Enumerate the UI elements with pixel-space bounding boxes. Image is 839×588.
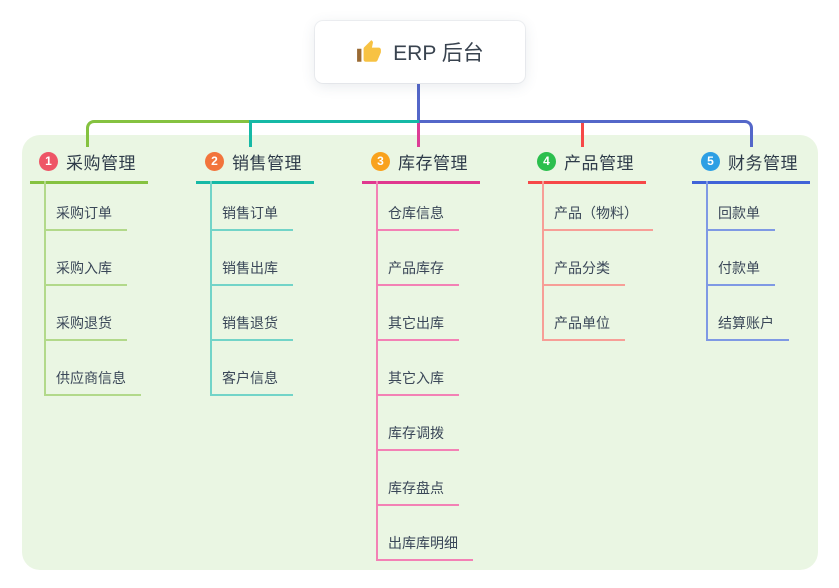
child-node[interactable]: 供应商信息 [44, 370, 141, 396]
child-node[interactable]: 销售出库 [210, 260, 293, 286]
branch-finance: 5 财务管理 回款单 付款单 结算账户 [692, 149, 810, 341]
branch-number-badge: 2 [205, 152, 224, 171]
child-node[interactable]: 采购退货 [44, 315, 127, 341]
child-node[interactable]: 销售退货 [210, 315, 293, 341]
branch-children-connector [44, 181, 46, 396]
branch-number-badge: 1 [39, 152, 58, 171]
connector-root-drop [417, 83, 420, 121]
child-node[interactable]: 采购订单 [44, 205, 127, 231]
branch-title-label: 产品管理 [564, 154, 634, 173]
branch-children-connector [706, 181, 708, 341]
child-node[interactable]: 其它入库 [376, 370, 459, 396]
child-node[interactable]: 采购入库 [44, 260, 127, 286]
branch-title-label: 销售管理 [232, 154, 302, 173]
connector-branch-4-drop [581, 123, 584, 147]
branch-title-label: 采购管理 [66, 154, 136, 173]
thumbs-up-icon [356, 39, 382, 65]
branch-title-label: 库存管理 [398, 154, 468, 173]
branch-number-badge: 5 [701, 152, 720, 171]
child-node[interactable]: 库存调拨 [376, 425, 459, 451]
branch-children-connector [542, 181, 544, 341]
branch-finance-node[interactable]: 5 财务管理 [692, 149, 810, 184]
branch-product-node[interactable]: 4 产品管理 [528, 149, 646, 184]
connector-branch-5-line [419, 120, 753, 147]
child-node[interactable]: 出库库明细 [376, 535, 473, 561]
child-node[interactable]: 仓库信息 [376, 205, 459, 231]
child-node[interactable]: 销售订单 [210, 205, 293, 231]
child-node[interactable]: 产品（物料） [542, 205, 653, 231]
child-node[interactable]: 产品单位 [542, 315, 625, 341]
root-label: ERP 后台 [393, 42, 484, 65]
connector-branch-2-line [249, 120, 419, 147]
branch-sales-node[interactable]: 2 销售管理 [196, 149, 314, 184]
branch-product: 4 产品管理 产品（物料） 产品分类 产品单位 [528, 149, 653, 341]
branch-procurement-node[interactable]: 1 采购管理 [30, 149, 148, 184]
branch-children-connector [376, 181, 378, 561]
root-node[interactable]: ERP 后台 [315, 21, 525, 83]
child-node[interactable]: 客户信息 [210, 370, 293, 396]
child-node[interactable]: 其它出库 [376, 315, 459, 341]
child-node[interactable]: 库存盘点 [376, 480, 459, 506]
branch-inventory: 3 库存管理 仓库信息 产品库存 其它出库 其它入库 库存调拨 库存盘点 出库库… [362, 149, 480, 561]
child-node[interactable]: 回款单 [706, 205, 775, 231]
child-node[interactable]: 产品库存 [376, 260, 459, 286]
branch-title-label: 财务管理 [728, 154, 798, 173]
branch-procurement: 1 采购管理 采购订单 采购入库 采购退货 供应商信息 [30, 149, 148, 396]
child-node[interactable]: 产品分类 [542, 260, 625, 286]
connector-branch-3-drop [417, 123, 420, 147]
child-node[interactable]: 付款单 [706, 260, 775, 286]
branch-sales: 2 销售管理 销售订单 销售出库 销售退货 客户信息 [196, 149, 314, 396]
branches-panel-background [22, 135, 818, 570]
connector-branch-1-line [86, 120, 252, 147]
branch-inventory-node[interactable]: 3 库存管理 [362, 149, 480, 184]
branch-number-badge: 4 [537, 152, 556, 171]
child-node[interactable]: 结算账户 [706, 315, 789, 341]
branch-children-connector [210, 181, 212, 396]
branch-number-badge: 3 [371, 152, 390, 171]
